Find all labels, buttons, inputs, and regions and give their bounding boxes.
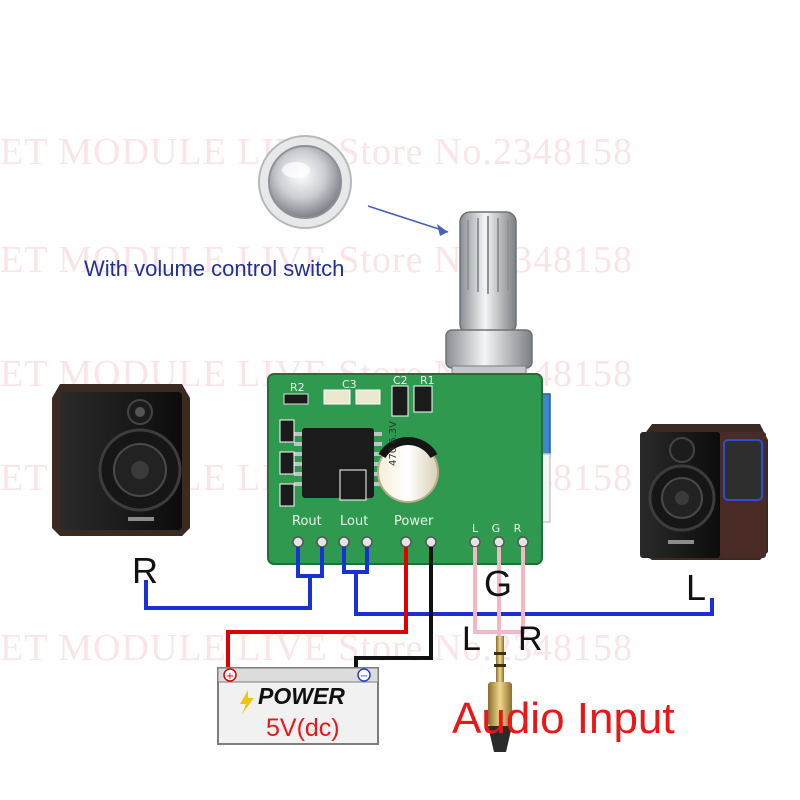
- voltage-label: 5V(dc): [266, 714, 340, 742]
- left-speaker-wire: [354, 572, 714, 616]
- callout-text: With volume control switch: [84, 256, 345, 281]
- amplifier-pcb: [267, 373, 543, 565]
- battery-minus-sign: −: [360, 671, 368, 682]
- silk-c2: C2: [393, 374, 408, 387]
- jack-right-label: R: [518, 620, 543, 658]
- audio-right-wire: [500, 547, 525, 634]
- jack-left-label: L: [462, 620, 481, 658]
- silk-r1: R1: [420, 374, 435, 387]
- power-negative-wire: [354, 547, 433, 668]
- silk-lout: Lout: [340, 514, 369, 529]
- callout-arrow-head: [437, 224, 448, 236]
- callout-arrow-line: [367, 205, 449, 233]
- battery-power-source: [217, 667, 379, 745]
- right-speaker-label: R: [132, 550, 158, 591]
- right-speaker-wire: [144, 576, 312, 610]
- push-button-knob-icon: [258, 135, 352, 229]
- lightning-icon: [240, 690, 254, 714]
- silk-c3: C3: [342, 378, 357, 391]
- battery-plus-sign: +: [226, 671, 234, 682]
- power-positive-wire: [226, 547, 408, 668]
- silk-r2: R2: [290, 381, 305, 394]
- audio-left-wire: [473, 547, 500, 634]
- ground-label: G: [484, 563, 513, 604]
- silk-rout: Rout: [292, 514, 322, 529]
- audio-jack-plug-icon: [488, 636, 512, 752]
- left-speaker-icon: [640, 424, 768, 560]
- left-speaker-label: L: [686, 567, 707, 608]
- audio-input-label: Audio Input: [452, 694, 675, 743]
- silk-power: Power: [394, 514, 434, 529]
- silk-lgr: L G R: [472, 522, 522, 535]
- power-label: POWER: [258, 683, 345, 709]
- right-speaker-icon: [52, 384, 190, 536]
- capacitor-rating: 470 6.3V: [388, 420, 399, 466]
